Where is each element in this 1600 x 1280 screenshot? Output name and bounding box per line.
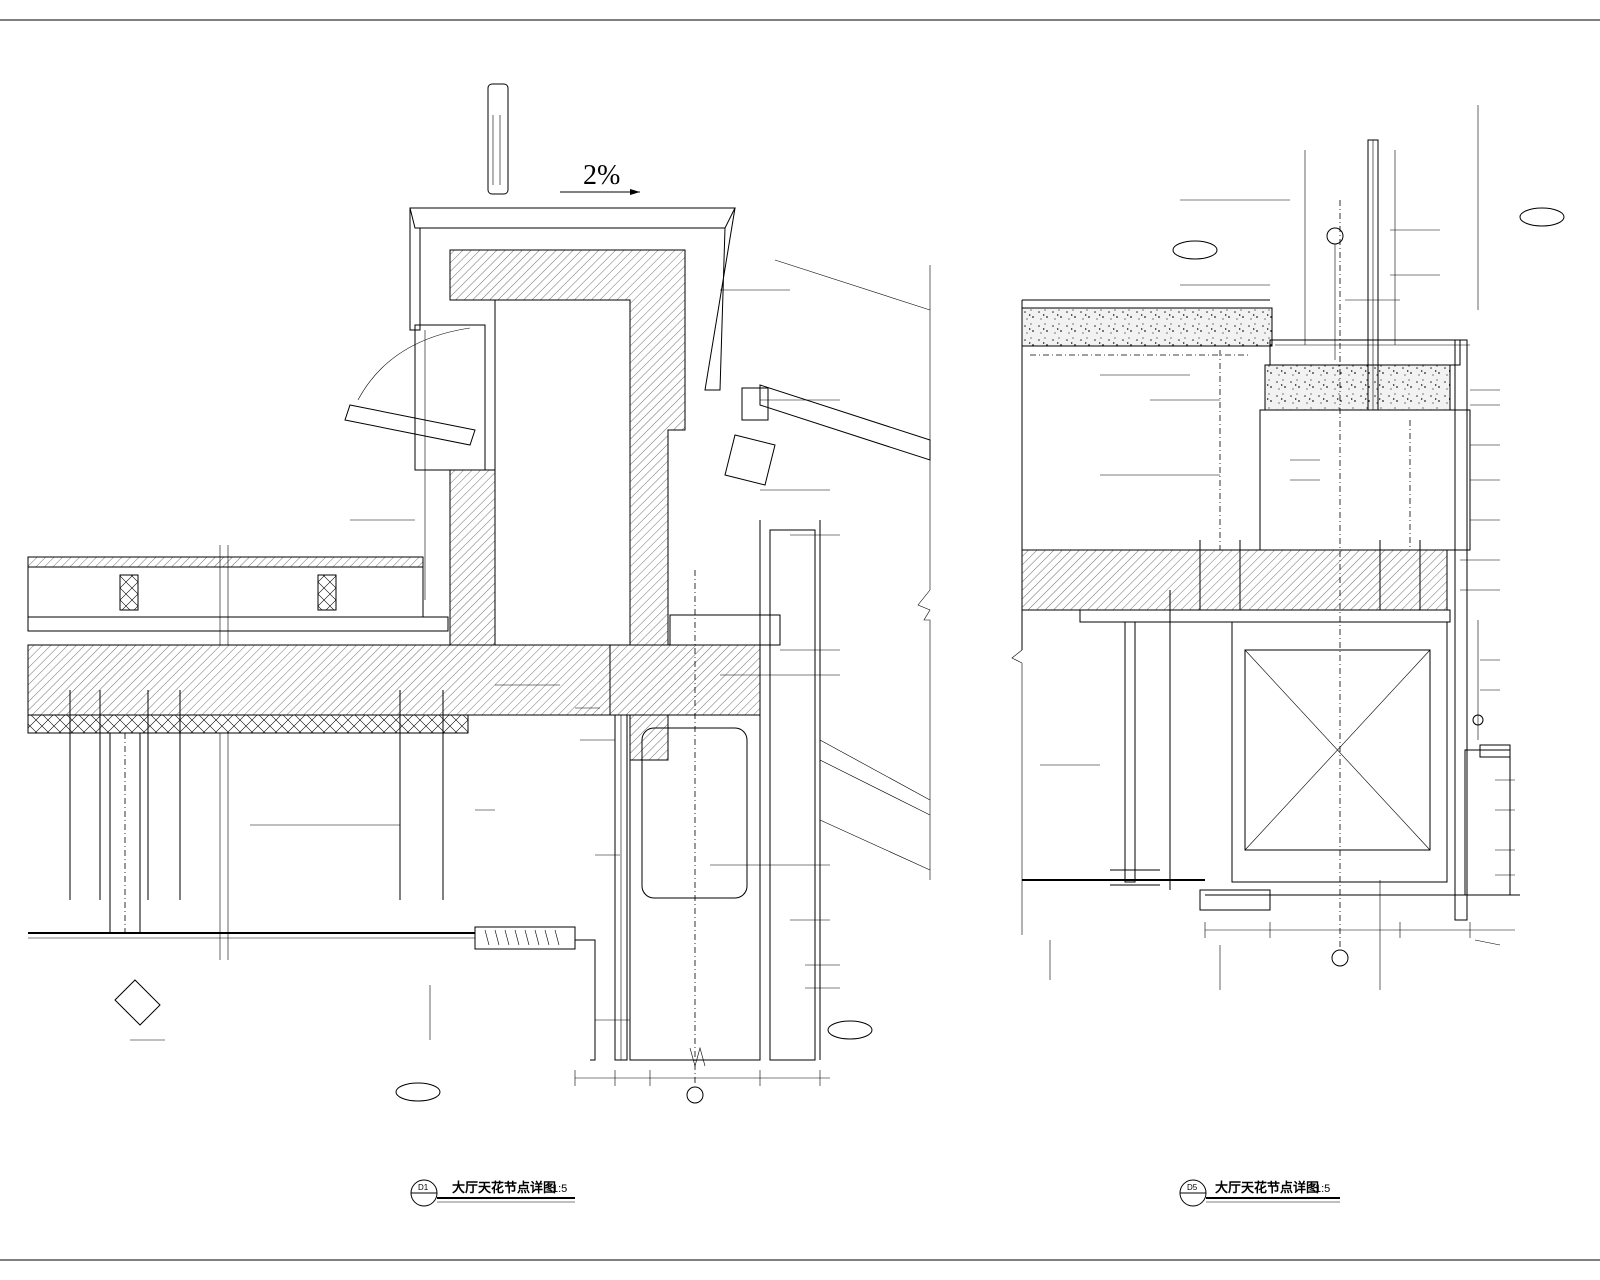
right-leaders (1040, 199, 1515, 990)
title-left: D1 大厅天花节点详图 1:5 (410, 1179, 575, 1207)
slope-label: 2% (583, 160, 620, 191)
title-right-scale: 1:5 (1315, 1183, 1330, 1195)
title-right: D5 大厅天花节点详图 1:5 (1179, 1179, 1340, 1207)
title-right-text: 大厅天花节点详图 (1215, 1180, 1319, 1195)
left-leaders (130, 289, 840, 1041)
left-detail-drawing: 2% (27, 83, 931, 1104)
title-left-text: 大厅天花节点详图 (452, 1180, 556, 1195)
title-left-scale: 1:5 (552, 1183, 567, 1195)
svg-text:D1: D1 (418, 1183, 429, 1192)
svg-text:D5: D5 (1187, 1183, 1198, 1192)
sheet-frame (0, 19, 1600, 1261)
right-detail-drawing (1011, 105, 1565, 990)
